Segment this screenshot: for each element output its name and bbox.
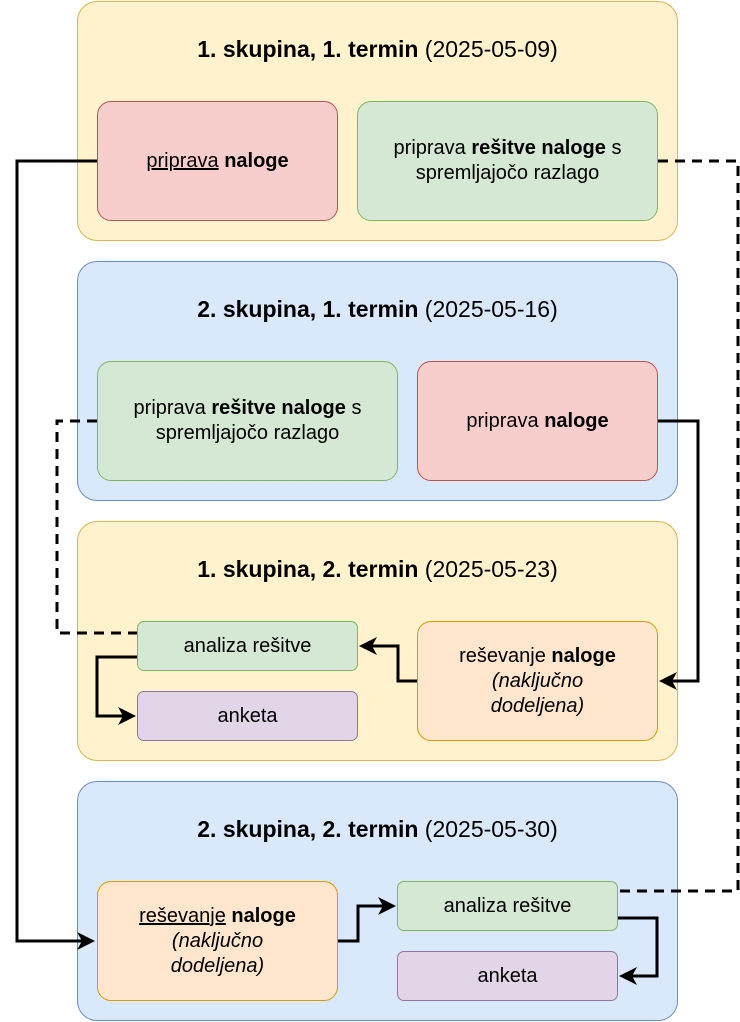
box-priprava-naloge[interactable]: priprava naloge (417, 361, 658, 481)
panel-title: 2. skupina, 1. termin (2025-05-16) (78, 295, 677, 323)
text-dodeljena: dodeljena) (490, 694, 585, 717)
panel-title-label: 1. skupina, 1. termin (197, 36, 419, 62)
box-analiza-resitve[interactable]: analiza rešitve (397, 881, 618, 931)
panel-title: 1. skupina, 1. termin (2025-05-09) (78, 35, 677, 63)
box-analiza-resitve[interactable]: analiza rešitve (137, 621, 358, 671)
connector-p4-analiza-to-anketa (618, 916, 659, 978)
arrowhead-icon (659, 672, 677, 690)
text-nakljucno: (naključno (491, 669, 584, 692)
text-s: s (351, 397, 362, 419)
panel-title: 2. skupina, 2. termin (2025-05-30) (78, 815, 677, 843)
text-anketa: anketa (217, 704, 278, 727)
text-analiza-resitve: analiza rešitve (443, 894, 572, 917)
panel-title-date: (2025-05-16) (424, 296, 558, 322)
connector-p1-naloga-to-p4-resevanje (15, 159, 97, 943)
box-priprava-naloge[interactable]: priprava naloge (97, 101, 338, 221)
text-naloge: naloge (544, 409, 609, 432)
text-priprava: priprava (146, 149, 219, 172)
text-priprava: priprava (393, 137, 466, 159)
text-analiza-resitve: analiza rešitve (183, 634, 312, 657)
connector-p1-resitev-to-p4-analiza (618, 159, 740, 893)
connector-p3-analiza-to-anketa (95, 655, 137, 718)
arrowhead-icon (77, 932, 95, 950)
text-priprava: priprava (466, 409, 539, 432)
text-s: s (611, 137, 622, 159)
panel-title-date: (2025-05-09) (424, 36, 558, 62)
text-dodeljena: dodeljena) (170, 954, 265, 977)
text-resitve-naloge: rešitve naloge (211, 397, 346, 419)
box-anketa[interactable]: anketa (137, 691, 358, 741)
text-naloge: naloge (231, 904, 296, 927)
box-anketa[interactable]: anketa (397, 951, 618, 1001)
panel-title: 1. skupina, 2. termin (2025-05-23) (78, 555, 677, 583)
text-naloge: naloge (224, 149, 289, 172)
connector-p2-naloga-to-p3-resevanje (658, 419, 700, 683)
text-nakljucno: (naključno (171, 929, 264, 952)
connector-p4-resevanje-to-analiza (338, 904, 387, 943)
arrowhead-icon (118, 707, 136, 725)
panel-title-date: (2025-05-30) (424, 816, 558, 842)
arrowhead-icon (378, 897, 396, 915)
box-priprava-resitve[interactable]: priprava rešitve naloge s spremljajočo ra… (97, 361, 398, 481)
arrowhead-icon (359, 637, 377, 655)
arrowhead-icon (619, 967, 637, 985)
text-resitve-naloge: rešitve naloge (471, 137, 606, 159)
box-priprava-resitve[interactable]: priprava rešitve naloge s spremljajočo ra… (357, 101, 658, 221)
text-anketa: anketa (477, 964, 538, 987)
text-razlago: spremljajočo razlago (155, 422, 340, 444)
text-priprava: priprava (133, 397, 206, 419)
text-razlago: spremljajočo razlago (415, 162, 600, 184)
text-resevanje: reševanje (459, 644, 546, 667)
connector-p2-resitev-to-p3-analiza (55, 419, 137, 635)
panel-title-label: 2. skupina, 2. termin (197, 816, 419, 842)
panel-title-label: 1. skupina, 2. termin (197, 556, 419, 582)
panel-title-date: (2025-05-23) (424, 556, 558, 582)
panel-title-label: 2. skupina, 1. termin (197, 296, 419, 322)
connector-p3-resevanje-to-analiza (368, 644, 417, 683)
text-naloge: naloge (551, 644, 616, 667)
text-resevanje: reševanje (139, 904, 226, 927)
